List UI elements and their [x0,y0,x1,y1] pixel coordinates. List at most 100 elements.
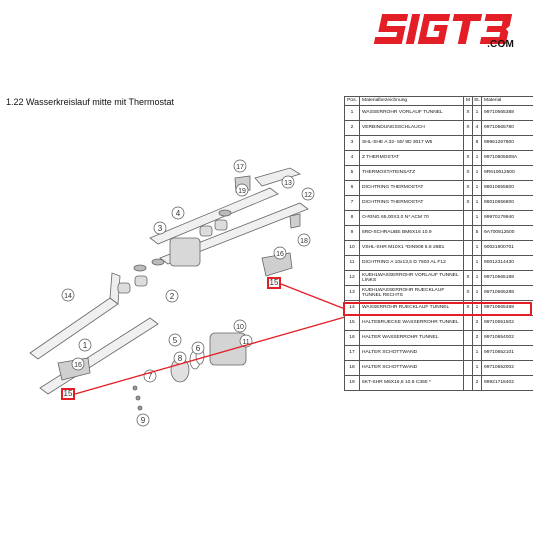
svg-text:9: 9 [141,416,146,425]
row-m-flag: X [463,120,473,136]
svg-text:2: 2 [170,292,175,301]
svg-text:4: 4 [176,209,181,218]
row-m-flag [463,375,473,391]
col-st-header: St. [472,96,482,106]
row-material-number: 98010655800 [481,180,533,196]
callout-6: 6 [191,341,205,355]
callout-15-upper[interactable] [267,277,281,289]
svg-text:16: 16 [276,251,284,258]
leader-line-15-upper [280,283,346,310]
row-description: DICHTRING A 10x13,5 D 7603 AL F12 [359,255,464,271]
row-description: HALTER WASSERROHR TUNNEL [359,330,464,346]
row-material-number: 99970179940 [481,210,533,226]
row-description: HALTER SCHOTTWAND [359,360,464,376]
svg-text:12: 12 [304,192,312,199]
sigtb-logo-mark [373,14,513,44]
row-m-flag [463,240,473,256]
svg-text:8: 8 [178,354,183,363]
row-material-number: 99961267800 [481,135,533,151]
row-description: WASSERROHR RUECKLAUF TUNNEL [359,300,464,316]
row-description: KUEHLWASSERROHR VORLAUF TUNNEL LINKS [359,270,464,286]
row-quantity: 1 [472,285,482,301]
row-quantity: 1 [472,195,482,211]
callout-5: 5 [168,333,182,347]
callout-3: 3 [153,221,167,235]
row-pos: 11 [344,255,360,271]
row-material-number: 99921716402 [481,375,533,391]
row-m-flag: X [463,195,473,211]
row-material-number: 99710652002 [481,360,533,376]
row-description: VSHL-SHR M10X1 *DIN908 6.8 26B1 [359,240,464,256]
row-description: VERBINDUNGSSCHLAUCH [359,120,464,136]
callout-16-right: 16 [273,246,287,260]
row-description: 6RD-SCHRAUBE BM6X16 10.9 [359,225,464,241]
thermostat-lower [209,332,247,366]
callout-12: 12 [301,187,315,201]
row-pos: 10 [344,240,360,256]
svg-text:17: 17 [236,164,244,171]
row-m-flag: X [463,105,473,121]
row-description: O-RING 65,00X3,0 N* ACM 70 [359,210,464,226]
exploded-parts-diagram: 1 2 3 4 5 6 7 8 9 10 11 12 13 14 16 16 1… [29,159,346,427]
row-pos: 19 [344,375,360,391]
row-quantity: 2 [472,375,482,391]
holder-18 [289,213,301,229]
hose-2d [214,219,228,231]
row-m-flag: X [463,180,473,196]
logo-domain: .COM [487,39,514,50]
row-pos: 3 [344,135,360,151]
row-pos: 13 [344,285,360,301]
callout-15-lower-label: 15 [63,389,73,398]
callout-9: 9 [136,413,150,427]
callout-19: 19 [235,183,249,197]
row-quantity: 1 [472,240,482,256]
row-quantity: 2 [472,315,482,331]
callout-15-lower[interactable] [61,388,75,400]
svg-text:11: 11 [242,339,249,346]
row-pos: 12 [344,270,360,286]
row-quantity: 4 [472,120,482,136]
row-description: 6KT-SHR M6X16,6 10.9 C350 * [359,375,464,391]
hose-2a [117,282,131,294]
row-description: HALTER SCHOTTWAND [359,345,464,361]
sigtb-logo[interactable] [355,10,525,58]
row-material-number: 99710665780 [481,120,533,136]
row-quantity: 1 [472,345,482,361]
row-material-number: 99710605508A [481,150,533,166]
row-material-number: 90012314430 [481,255,533,271]
row-material-number: 9R610612500 [481,165,533,181]
hose-2b [134,275,148,287]
table-header-row: Pos. Materialbezeichnung M St. Material [344,96,533,106]
row-m-flag [463,225,473,241]
row-m-flag [463,330,473,346]
row-material-number: 99710652101 [481,345,533,361]
row-quantity: 1 [472,105,482,121]
row-m-flag: X [463,300,473,316]
row-quantity: 1 [472,165,482,181]
row-quantity: 1 [472,210,482,226]
svg-text:7: 7 [148,372,153,381]
row-quantity: 1 [472,255,482,271]
row-m-flag [463,255,473,271]
callout-16-left: 16 [71,357,85,371]
row-pos: 1 [344,105,360,121]
